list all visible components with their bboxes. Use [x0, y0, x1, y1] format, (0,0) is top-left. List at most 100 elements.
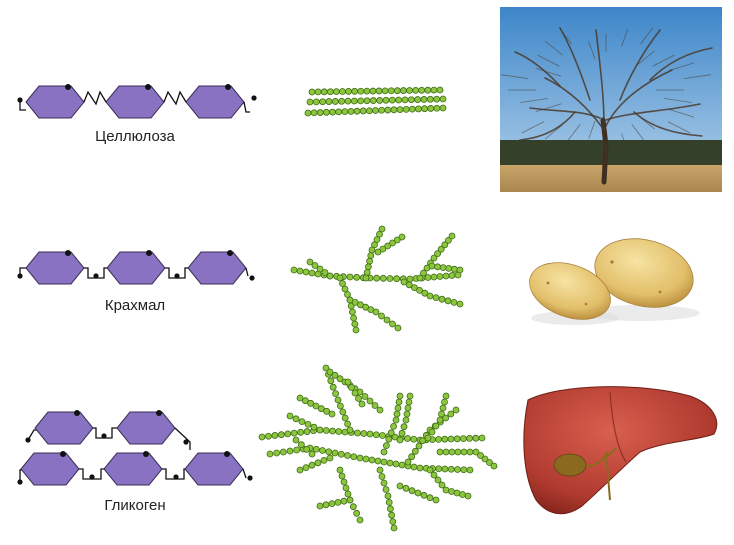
glucose-bead [366, 430, 374, 438]
glucose-bead [393, 410, 401, 418]
glucose-bead [430, 471, 438, 479]
glucose-bead [312, 445, 320, 453]
glucose-bead [376, 406, 384, 414]
glycosidic-bond [83, 90, 107, 106]
glucose-bead [265, 432, 272, 440]
glucose-bead [430, 254, 438, 262]
glucose-bead [339, 280, 346, 287]
glucose-bead [466, 448, 474, 456]
glucose-bead [388, 511, 396, 519]
glucose-unit [25, 85, 85, 119]
glucose-bead [336, 402, 344, 410]
tree-twig [588, 41, 596, 60]
glucose-bead [319, 447, 326, 454]
glucose-bead [361, 393, 369, 400]
glucose-bead [390, 106, 398, 114]
glucose-bead [384, 492, 392, 500]
glucose-bead [404, 435, 411, 442]
glucose-bead [366, 257, 374, 265]
tree-twig [544, 40, 563, 56]
glucose-bead [383, 316, 391, 324]
glucose-bead [460, 448, 468, 456]
glucose-bead [344, 420, 352, 428]
glucose-bead [436, 273, 444, 280]
glucose-bead [386, 505, 394, 513]
glucose-bead [408, 453, 416, 461]
oxygen-atom [65, 250, 71, 256]
liver-illustration [523, 386, 718, 515]
glucose-bead [398, 461, 406, 469]
glucose-bead [304, 420, 312, 428]
glucose-bead [328, 410, 336, 418]
starch-structure-formula [17, 250, 255, 285]
glucose-bead [310, 423, 318, 431]
glucose-bead [307, 399, 315, 407]
tree-branch [544, 77, 605, 131]
glucose-bead [441, 241, 449, 249]
glucose-bead [351, 320, 359, 328]
tree-branch [514, 51, 561, 87]
glucose-bead [400, 423, 408, 431]
tree-twig [567, 124, 581, 141]
glucose-bead [405, 281, 413, 289]
glucose-bead [416, 274, 424, 282]
tree-twig [640, 27, 653, 45]
glucose-bead [426, 292, 434, 300]
glucose-bead [306, 258, 314, 266]
glucose-bead [421, 289, 429, 297]
oxygen-atom [145, 84, 151, 90]
starch-label: Крахмал [104, 297, 166, 314]
glucose-bead [335, 108, 343, 116]
glucose-unit [116, 411, 176, 445]
oxygen-atom [225, 84, 231, 90]
glucose-bead [271, 432, 279, 439]
glucose-bead [382, 486, 390, 493]
glucose-bead [388, 96, 396, 104]
tree-twig [636, 114, 655, 130]
tree-twig [535, 103, 562, 112]
glucose-bead [376, 466, 384, 474]
cellulose-structure-formula [17, 84, 257, 119]
glucose-bead [433, 104, 441, 112]
glucose-bead [384, 242, 392, 250]
glucose-bead [334, 498, 342, 506]
glucose-bead [331, 98, 339, 105]
glucose-bead [392, 416, 400, 424]
glucose-bead [411, 447, 419, 455]
glycogen-branched-model [258, 364, 498, 532]
glucose-bead [273, 449, 281, 457]
glucose-bead [306, 98, 314, 106]
chain-end [101, 433, 107, 439]
cellulose-label: Целлюлоза [95, 128, 175, 145]
glucose-bead [369, 97, 377, 104]
glucose-bead [341, 108, 349, 116]
glucose-bead [384, 106, 392, 114]
glucose-bead [348, 308, 356, 316]
glucose-bead [326, 88, 334, 96]
glucose-bead [327, 377, 335, 385]
glucose-bead [357, 87, 365, 95]
glucose-bead [466, 466, 474, 474]
glycosidic-bond [243, 101, 250, 113]
tree-twig [668, 62, 695, 71]
glucose-bead [338, 472, 346, 480]
glucose-bead [359, 107, 367, 115]
glucose-bead [322, 501, 330, 509]
glucose-bead [403, 410, 411, 418]
glucose-bead [353, 107, 361, 115]
glucose-bead [459, 491, 466, 498]
glucose-bead [353, 273, 361, 281]
chain-end [174, 273, 180, 279]
glucose-bead [402, 416, 410, 424]
glucose-bead [420, 96, 428, 103]
glucose-bead [310, 109, 318, 117]
glucose-unit [20, 452, 80, 486]
glucose-bead [398, 429, 406, 437]
glucose-bead [344, 378, 352, 386]
glucose-bead [367, 252, 375, 260]
glucose-bead [439, 104, 447, 112]
glucose-bead [303, 428, 311, 435]
glucose-bead [344, 452, 351, 459]
glucose-bead [308, 461, 316, 469]
tree-branch [519, 111, 576, 141]
